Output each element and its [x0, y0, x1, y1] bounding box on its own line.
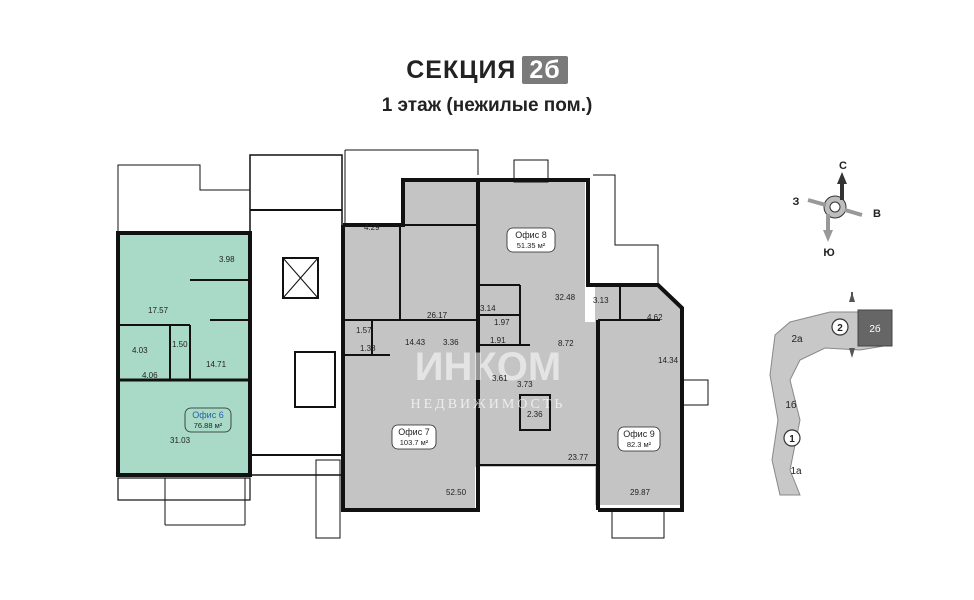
- room-area: 4.06: [142, 371, 158, 380]
- room-area: 1.38: [360, 344, 376, 353]
- office-9-fill: [595, 285, 682, 505]
- svg-text:76.88 м²: 76.88 м²: [194, 421, 223, 430]
- key-label-2a: 2а: [791, 334, 803, 345]
- room-area: 1.91: [490, 336, 506, 345]
- office-6-fill: [120, 235, 248, 473]
- office-6-label: Офис 6 76.88 м²: [184, 407, 232, 433]
- svg-text:Офис 9: Офис 9: [623, 429, 654, 439]
- room-area: 4.62: [647, 313, 663, 322]
- compass-west: З: [793, 196, 800, 208]
- room-area: 31.03: [170, 436, 191, 445]
- svg-text:Офис 7: Офис 7: [398, 427, 429, 437]
- key-label-1b: 1б: [785, 399, 797, 411]
- room-area: 29.87: [630, 488, 651, 497]
- room-area: 52.50: [446, 488, 467, 497]
- key-label-2b: 2б: [869, 323, 881, 335]
- room-area: 1.57: [356, 326, 372, 335]
- office-8-label: Офис 8 51.35 м²: [506, 227, 556, 253]
- watermark-brand: ИНКОМ: [415, 345, 561, 389]
- room-area: 3.73: [517, 380, 533, 389]
- room-area: 3.98: [219, 255, 235, 264]
- walls: [116, 149, 709, 539]
- office-7-fill: [345, 225, 475, 510]
- room-area: 3.61: [492, 374, 508, 383]
- svg-text:Офис 6: Офис 6: [192, 410, 223, 420]
- compass-north: С: [839, 160, 847, 172]
- room-area: 14.43: [405, 338, 426, 347]
- key-label-1a: 1а: [790, 466, 802, 477]
- office-7-label: Офис 7 103.7 м²: [391, 424, 437, 450]
- svg-text:Офис 8: Офис 8: [515, 230, 546, 240]
- section-title-text: СЕКЦИЯ: [406, 56, 517, 84]
- room-area: 3.36: [443, 338, 459, 347]
- room-area: 17.57: [148, 306, 169, 315]
- compass-icon: С Ю З В: [793, 160, 881, 259]
- room-area: 3.13: [593, 296, 609, 305]
- room-area: 8.72: [558, 339, 574, 348]
- key-marker-2: 2: [837, 323, 843, 334]
- room-area: 26.17: [427, 311, 448, 320]
- room-area: 23.77: [568, 453, 589, 462]
- room-area: 4.03: [132, 346, 148, 355]
- svg-text:103.7 м²: 103.7 м²: [400, 438, 429, 447]
- room-area: 14.34: [658, 356, 679, 365]
- compass-east: В: [873, 208, 881, 220]
- room-area: 4.29: [364, 223, 380, 232]
- room-areas: 3.98 17.57 4.03 1.50 4.06 14.71 31.03 4.…: [132, 223, 679, 497]
- svg-text:82.3 м²: 82.3 м²: [627, 440, 652, 449]
- room-area: 2.36: [527, 410, 543, 419]
- key-plan: 2 2б 2а 1б 1 1а: [769, 292, 893, 496]
- office-9-label: Офис 9 82.3 м²: [617, 426, 661, 452]
- compass-south: Ю: [823, 247, 834, 259]
- key-marker-1: 1: [789, 434, 795, 445]
- room-area: 3.14: [480, 304, 496, 313]
- room-area: 14.71: [206, 360, 227, 369]
- section-badge: 2б: [522, 56, 568, 84]
- room-area: 32.48: [555, 293, 576, 302]
- room-area: 1.50: [172, 340, 188, 349]
- svg-text:51.35 м²: 51.35 м²: [517, 241, 546, 250]
- watermark-sub: НЕДВИЖИМОСТЬ: [411, 397, 566, 412]
- floor-subtitle: 1 этаж (нежилые пом.): [381, 95, 593, 116]
- room-area: 1.97: [494, 318, 510, 327]
